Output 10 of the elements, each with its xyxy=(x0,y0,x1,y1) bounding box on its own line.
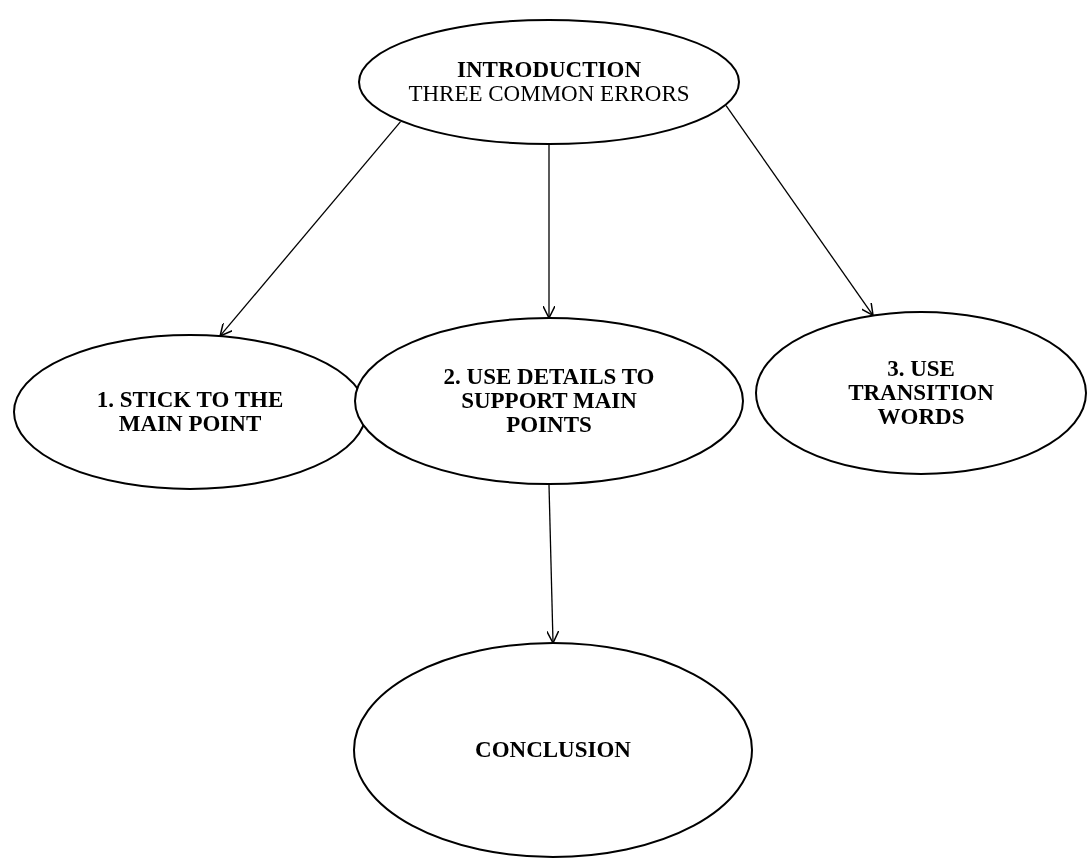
arrow xyxy=(219,121,402,337)
node-label: 2. USE DETAILS TO SUPPORT MAIN POINTS xyxy=(442,364,656,438)
node-label: 1. STICK TO THE MAIN POINT xyxy=(95,387,285,437)
arrow xyxy=(542,144,556,319)
node-subtitle: THREE COMMON ERRORS xyxy=(407,82,691,107)
node-label: 3. USE TRANSITION WORDS xyxy=(847,356,995,430)
arrow xyxy=(725,104,874,317)
node-label: INTRODUCTION xyxy=(456,57,642,82)
node-label: CONCLUSION xyxy=(474,737,632,763)
arrow xyxy=(545,484,560,644)
